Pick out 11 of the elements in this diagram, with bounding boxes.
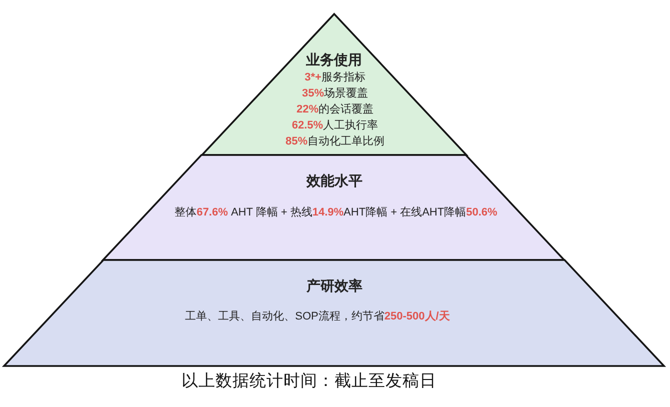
metric-text: 工单、工具、自动化、SOP流程，约节省250-500人/天 (185, 310, 450, 324)
footnote: 以上数据统计时间：截止至发稿日 (182, 372, 436, 392)
metric-text: 整体67.6% AHT 降幅 + 热线14.9%AHT降幅 + 在线AHT降幅50.6% (174, 206, 498, 220)
metric-text: 22%的会话覆盖 (296, 103, 374, 117)
tier-title: 效能水平 (306, 172, 362, 189)
metric-text: 62.5%人工执行率 (292, 119, 378, 133)
tier-title: 产研效率 (306, 277, 362, 294)
tier-title: 业务使用 (306, 52, 362, 68)
metric-text: 35%场景覆盖 (302, 87, 368, 101)
metric-text: 85%自动化工单比例 (285, 135, 384, 149)
metric-text: 3*+服务指标 (304, 71, 366, 85)
